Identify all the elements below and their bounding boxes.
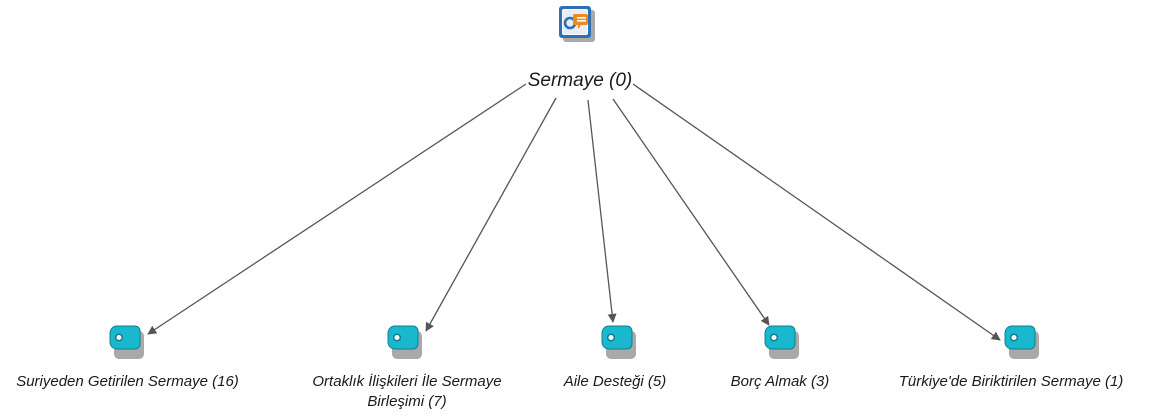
- code-tag-icon[interactable]: [764, 325, 799, 359]
- memo-code-icon[interactable]: [559, 6, 595, 42]
- child-node-label-aile-destegi[interactable]: Aile Desteği (5): [563, 373, 667, 390]
- code-tag-icon[interactable]: [601, 325, 636, 359]
- edges-group: [147, 83, 1001, 341]
- edge-to-suriyeden-getirilen-sermaye: [147, 83, 527, 335]
- child-node-label-turkiyede[interactable]: Türkiye'de Biriktirilen Sermaye (1): [898, 373, 1124, 390]
- child-node-label-borc-almak[interactable]: Borç Almak (3): [730, 373, 830, 390]
- edge-to-turkiyede-biriktirilen: [632, 83, 1001, 341]
- code-tag-icon[interactable]: [109, 325, 144, 359]
- child-node-label-ortaklik[interactable]: Ortaklık İlişkileri İle Sermaye Birleşim…: [312, 373, 502, 410]
- root-node-label[interactable]: Sermaye (0): [527, 70, 633, 91]
- edge-to-aile-destegi: [587, 99, 617, 323]
- edge-to-borc-almak: [612, 98, 770, 326]
- child-node-label-suriyeden[interactable]: Suriyeden Getirilen Sermaye (16): [16, 373, 239, 390]
- code-tag-icon[interactable]: [1004, 325, 1039, 359]
- code-tag-icon[interactable]: [387, 325, 422, 359]
- edge-to-ortaklik-iliskileri: [425, 97, 557, 332]
